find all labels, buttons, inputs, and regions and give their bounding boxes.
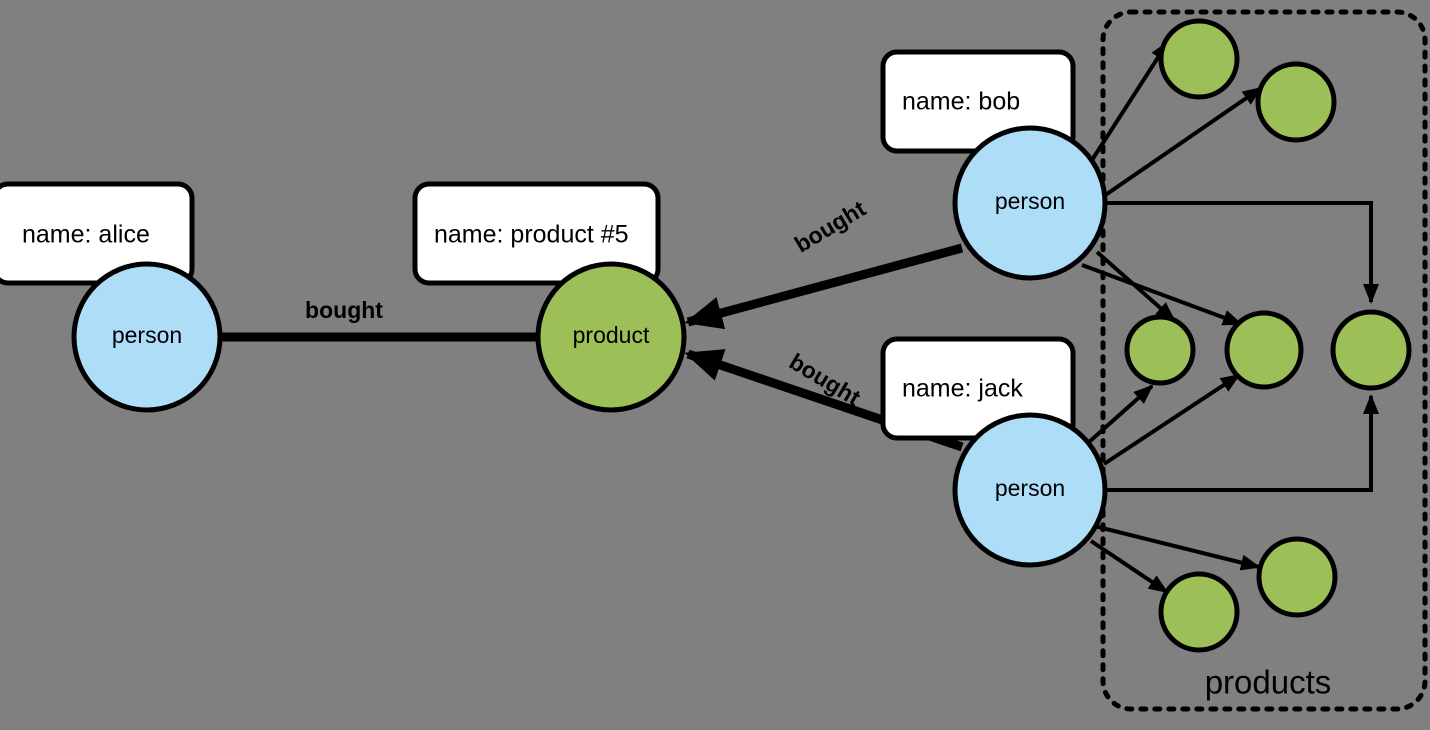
- product-node-p7[interactable]: [1256, 536, 1338, 618]
- product-node-p1[interactable]: [1158, 18, 1240, 100]
- edge-label-bob-bought: bought: [790, 195, 870, 258]
- property-text-bob: name: bob: [902, 88, 1020, 116]
- node-label-product5: product: [573, 322, 650, 348]
- property-text-jack: name: jack: [902, 375, 1023, 403]
- edge-label-alice-bought: bought: [305, 297, 383, 323]
- person-node-bob[interactable]: [952, 125, 1108, 281]
- edge-jack-to-p5: [1105, 394, 1379, 492]
- edge-bob-to-p4: [1081, 263, 1243, 326]
- property-text-alice: name: alice: [22, 221, 150, 249]
- products-cluster-boundary: [1100, 9, 1428, 712]
- edge-jack-to-p3: [1087, 384, 1154, 444]
- node-label-bob: person: [995, 188, 1065, 214]
- product-node-p5[interactable]: [1330, 309, 1412, 391]
- edge-jack-to-p7: [1081, 521, 1261, 571]
- edge-bob-to-p5: [1105, 201, 1379, 304]
- person-node-jack[interactable]: [952, 412, 1108, 568]
- edge-jack-to-p6: [1089, 539, 1169, 594]
- property-text-product5: name: product #5: [434, 221, 629, 249]
- property-box-product5: [412, 181, 661, 286]
- product-node-p4[interactable]: [1224, 310, 1304, 390]
- edge-bob-bought-product: [684, 243, 964, 330]
- edge-jack-to-p4: [1102, 373, 1241, 466]
- product-node-p6[interactable]: [1158, 571, 1240, 653]
- product-node-p2[interactable]: [1255, 61, 1337, 143]
- node-label-alice: person: [112, 322, 182, 348]
- property-box-alice: [0, 181, 195, 286]
- person-node-alice[interactable]: [71, 261, 223, 413]
- product-node-product5[interactable]: [535, 261, 687, 413]
- edge-bob-to-p1: [1090, 40, 1170, 162]
- edge-bob-to-p2: [1102, 86, 1263, 198]
- node-label-jack: person: [995, 475, 1065, 501]
- product-node-p3[interactable]: [1124, 314, 1196, 386]
- products-cluster-label: products: [1205, 664, 1332, 701]
